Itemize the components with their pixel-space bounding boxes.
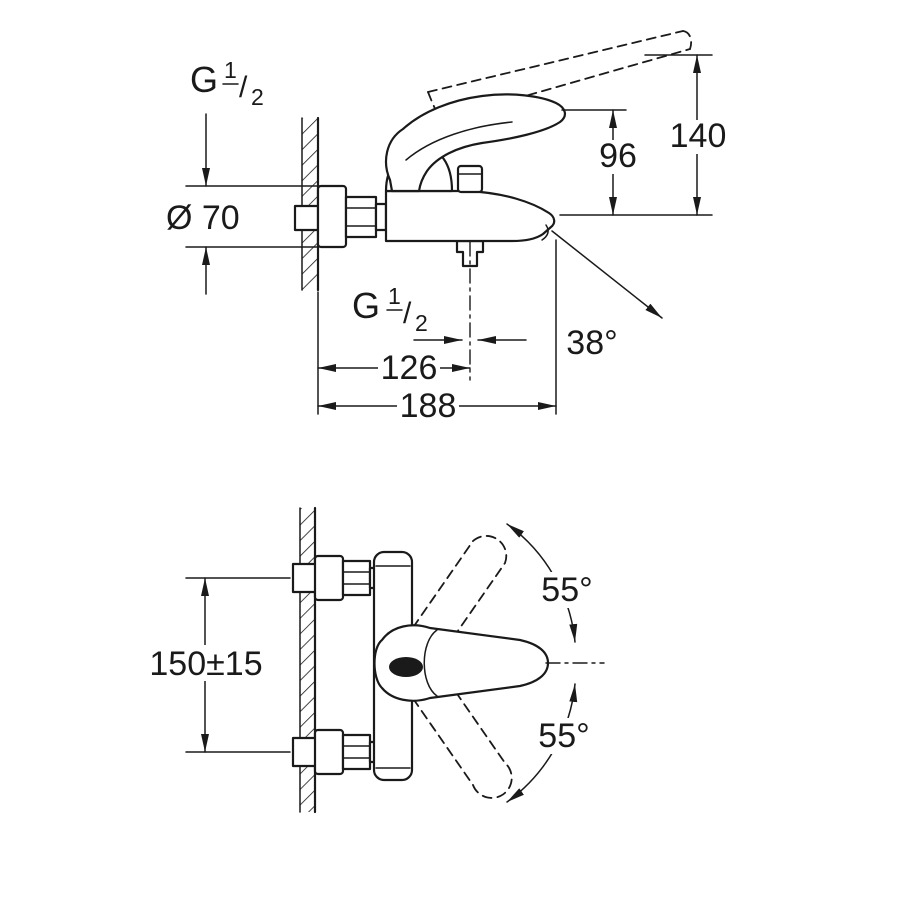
outlet-thread-g: G <box>352 285 380 326</box>
height-140-label: 140 <box>670 117 727 155</box>
thread-label-g: G <box>190 59 218 100</box>
height-96-label: 96 <box>599 137 637 175</box>
outlet-thread-slash: / <box>403 297 412 330</box>
dim-height-96: 96 <box>559 109 713 216</box>
escutcheon-diameter-label: Ø 70 <box>166 199 240 237</box>
width-188-label: 188 <box>400 387 457 425</box>
center-distance-label: 150±15 <box>149 645 262 683</box>
outlet-thread-den: 2 <box>415 310 428 336</box>
spout-angle-leader <box>551 230 663 319</box>
swing-down-label: 55° <box>538 717 589 755</box>
dim-width-126: 126 <box>317 291 471 415</box>
handle-swung-up-dashed <box>393 535 508 680</box>
handle-front <box>373 624 550 702</box>
union-nut <box>344 195 388 239</box>
dim-center-distance: 150±15 <box>148 577 291 753</box>
wall-hatch <box>302 118 318 290</box>
spout-outlet-detail <box>541 224 549 241</box>
dim-swing-up: 55° <box>506 523 598 643</box>
outlet-thread-num: 1 <box>388 283 401 309</box>
dim-height-140: 140 <box>644 54 730 216</box>
dim-escutcheon-diameter: Ø 70 <box>166 185 319 295</box>
thread-label-den: 2 <box>251 84 264 110</box>
dim-outlet-thread: G 1 / 2 <box>352 283 527 344</box>
inlet-connection-top <box>291 554 380 602</box>
concealed-connection <box>293 204 320 232</box>
side-view: G 1 / 2 Ø 70 96 140 <box>166 30 730 425</box>
escutcheon <box>316 184 348 249</box>
dim-wall-thread: G 1 / 2 <box>190 57 264 187</box>
faucet-body-spout <box>384 189 556 243</box>
spout-angle-label: 38° <box>566 324 617 362</box>
handle-contour-line <box>405 121 513 161</box>
dim-swing-down: 55° <box>506 683 595 803</box>
handle-logo-oval <box>389 657 423 677</box>
diverter-knob <box>456 164 484 194</box>
dim-spout-angle: 38° <box>551 230 663 362</box>
width-126-label: 126 <box>381 349 438 387</box>
swing-up-label: 55° <box>541 571 592 609</box>
thread-label-num: 1 <box>224 57 237 83</box>
handle-raised-dashed <box>427 30 693 121</box>
wall-section-side <box>301 116 320 292</box>
front-view: 55° 55° 150±15 <box>148 506 605 814</box>
dim-width-188: 188 <box>317 239 557 425</box>
handle-lever <box>385 93 566 193</box>
thread-label-slash: / <box>239 71 248 104</box>
